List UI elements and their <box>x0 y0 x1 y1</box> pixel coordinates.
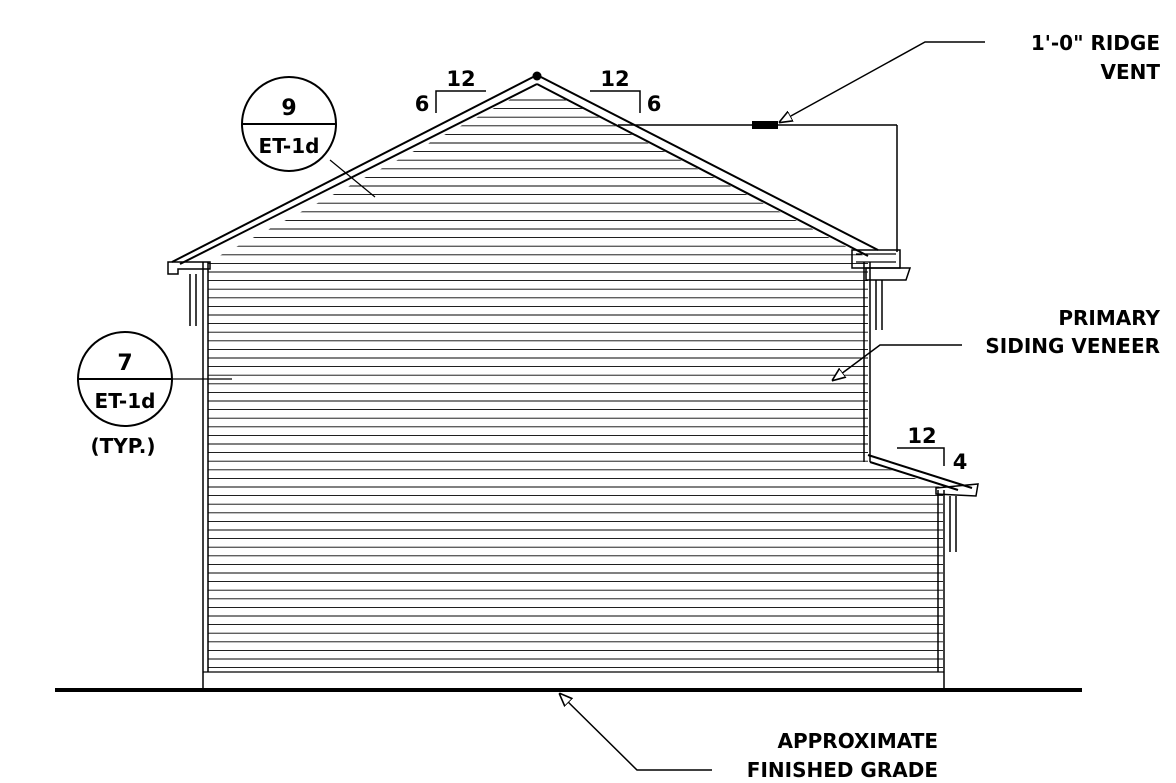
callout-b-sheet: ET-1d <box>95 389 156 413</box>
siding-note-line1: PRIMARY <box>1058 306 1160 330</box>
ridge-vent-note-line1: 1'-0" RIDGE <box>1031 31 1160 55</box>
main-left-run: 12 <box>446 67 475 91</box>
detail-callout-a <box>241 76 376 198</box>
ridge-vent-note-line2: VENT <box>1100 60 1160 84</box>
grade-note-line1: APPROXIMATE <box>778 729 938 753</box>
siding-courses <box>208 99 943 669</box>
ridge-cap-icon <box>532 71 542 81</box>
slope-indicators <box>435 90 945 466</box>
callout-b-number: 7 <box>117 351 132 376</box>
leader-lines <box>560 41 985 771</box>
callout-b-note: (TYP.) <box>91 434 156 458</box>
lower-roof <box>867 454 979 552</box>
building-outline <box>202 262 945 690</box>
main-right-run: 12 <box>600 67 629 91</box>
detail-callout-b <box>77 331 232 427</box>
ridge-vent-icon <box>752 121 778 129</box>
callout-a-sheet: ET-1d <box>259 134 320 158</box>
lower-roof-run: 12 <box>907 424 936 448</box>
main-left-rise: 6 <box>415 92 430 116</box>
main-roof <box>167 71 912 330</box>
main-right-rise: 6 <box>647 92 662 116</box>
lower-roof-rise: 4 <box>953 450 968 474</box>
grade-note-line2: FINISHED GRADE <box>747 758 938 782</box>
ridge-vent <box>618 121 898 252</box>
siding-note-line2: SIDING VENEER <box>985 334 1160 358</box>
callout-a-number: 9 <box>281 96 296 121</box>
